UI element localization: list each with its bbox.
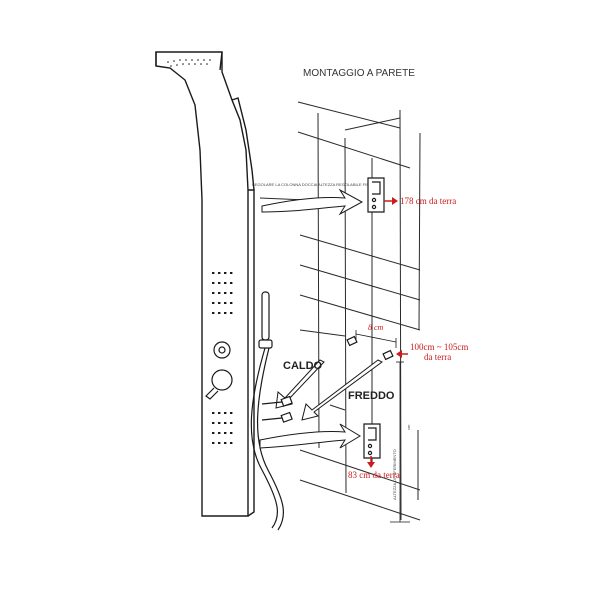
top-height-label: 178 cm da terra — [400, 196, 456, 206]
panel-note: REGOLARE LA COLONNA DOCCIA ALTEZZA REGOL… — [252, 182, 380, 187]
pipe-gap-dimension — [355, 330, 397, 348]
pipe-height-label-1: 100cm ~ 105cm — [410, 342, 468, 352]
caldo-label: CALDO — [283, 360, 323, 372]
rain-head-nozzles — [167, 59, 211, 67]
diverter-knob — [213, 341, 231, 359]
body-jets-lower — [212, 412, 233, 444]
shower-column — [155, 51, 255, 517]
diagram-title: MONTAGGIO A PARETE — [303, 68, 415, 79]
body-jets-upper — [212, 272, 233, 314]
vertical-note-unit: cm — [406, 424, 411, 430]
wall-fittings — [261, 335, 394, 423]
top-bracket — [367, 177, 385, 213]
hand-shower — [250, 291, 285, 531]
bottom-bracket — [363, 423, 381, 459]
reference-height-line — [390, 361, 410, 523]
top-height-arrow — [384, 197, 398, 205]
bottom-height-label: 83 cm da terra — [348, 470, 400, 480]
vertical-note: ALTEZZA DI RIFERIMENTO — [392, 449, 397, 500]
mount-arrows — [259, 188, 383, 449]
mixer-lever — [205, 369, 233, 400]
bottom-height-arrow — [367, 456, 375, 468]
pipe-height-arrow — [396, 350, 408, 358]
pipe-gap-label: 8 cm — [368, 323, 384, 332]
freddo-label: FREDDO — [348, 390, 395, 402]
pipe-height-label-2: da terra — [424, 352, 451, 362]
